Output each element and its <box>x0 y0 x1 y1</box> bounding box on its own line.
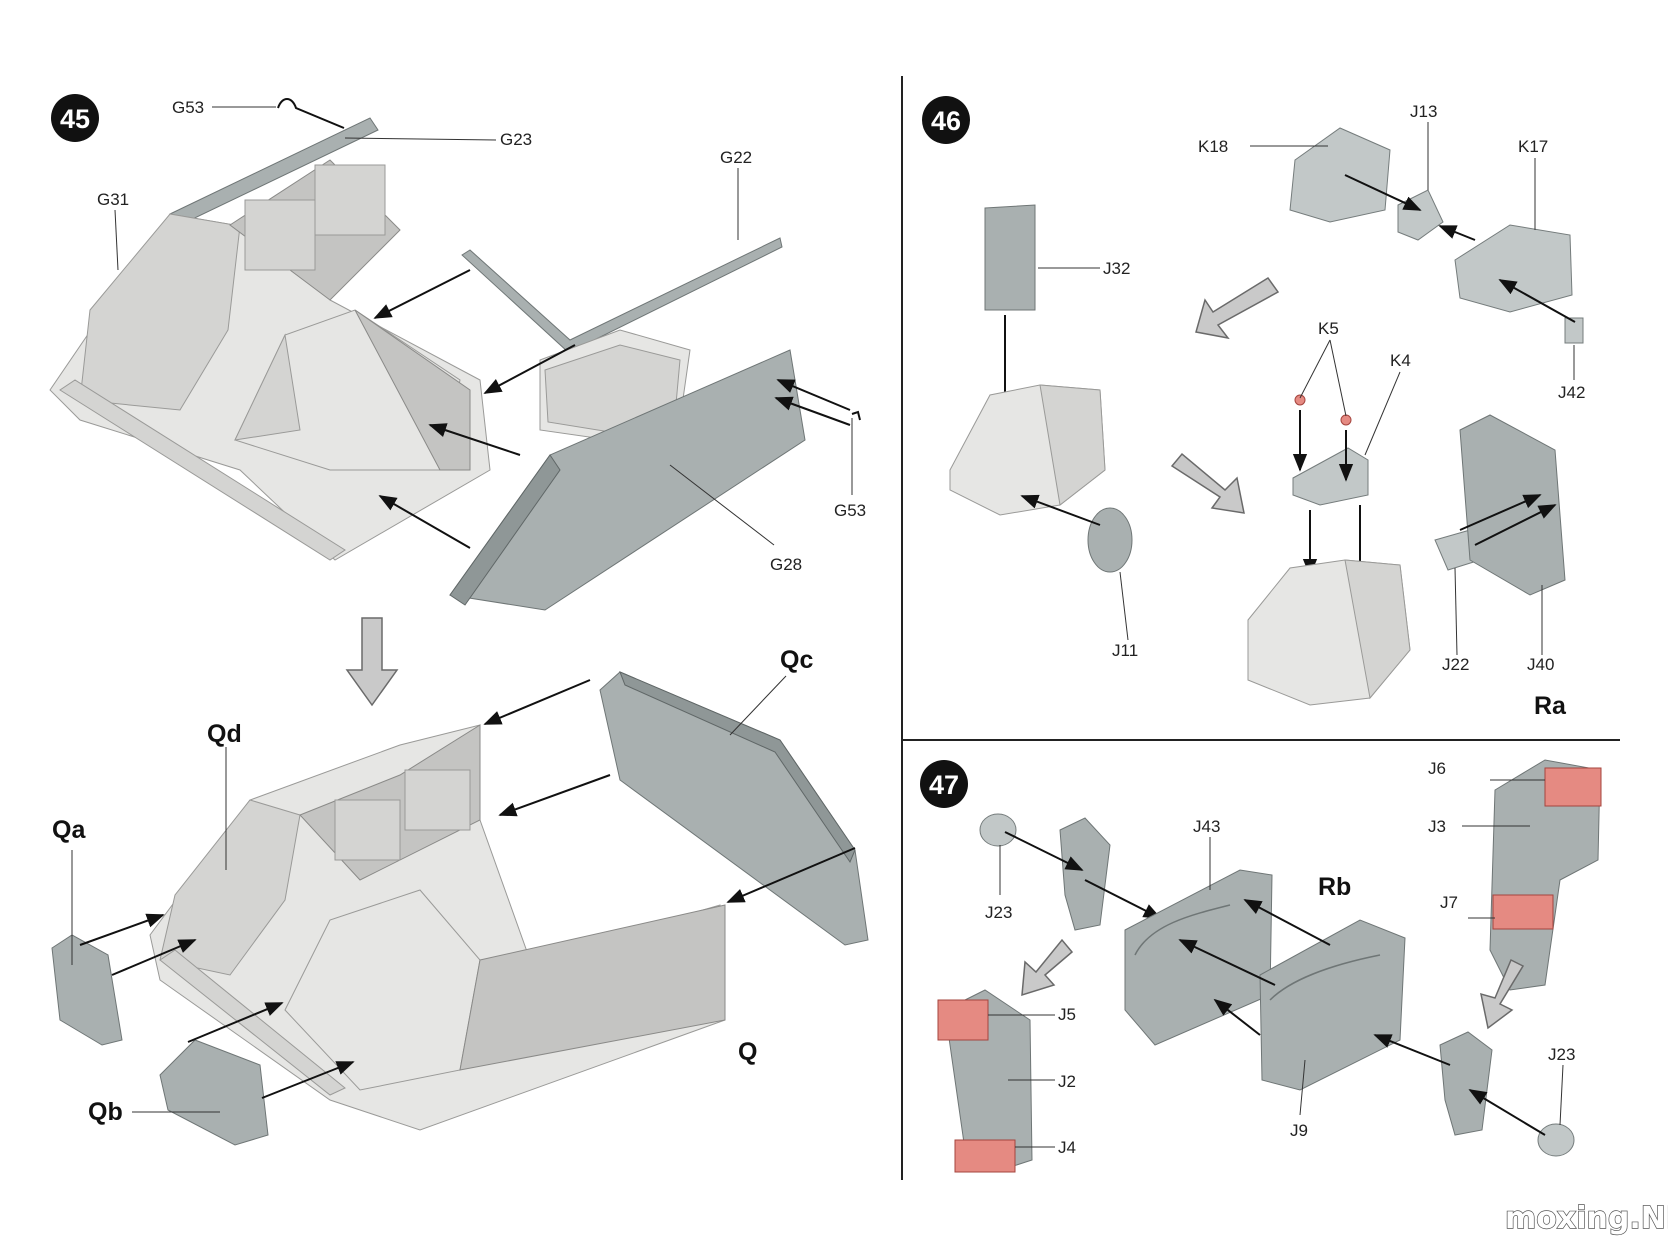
label-ra: Ra <box>1534 692 1567 720</box>
step-46-badge <box>922 96 970 144</box>
label-j42: J42 <box>1558 383 1585 402</box>
label-j22: J22 <box>1442 655 1469 674</box>
part-j42 <box>1564 317 1584 344</box>
part-j2-stack <box>937 989 1033 1173</box>
label-q: Q <box>738 1038 757 1066</box>
grayarrow-46-middle <box>1170 452 1245 514</box>
part-j3-stack <box>1489 759 1602 991</box>
step-46-number: 46 <box>931 106 961 136</box>
down-arrow <box>345 617 399 707</box>
part-qa <box>51 934 123 1046</box>
label-k18: K18 <box>1198 137 1228 156</box>
label-k5: K5 <box>1318 319 1339 338</box>
part-g53-right <box>851 410 861 421</box>
part-lower-block <box>1247 559 1411 706</box>
label-j23-right: J23 <box>1548 1045 1575 1064</box>
part-j43 <box>1124 869 1273 1046</box>
part-k4 <box>1292 447 1369 506</box>
grayarrow-46-topleft <box>1195 276 1280 340</box>
label-g22: G22 <box>720 148 752 167</box>
part-j9 <box>1259 919 1406 1091</box>
label-j13: J13 <box>1410 102 1437 121</box>
label-g53-top: G53 <box>172 98 204 117</box>
part-j4 <box>954 1139 1016 1173</box>
label-qa: Qa <box>52 816 86 844</box>
step-45-badge <box>51 94 99 142</box>
part-bracket-right <box>1439 1031 1493 1136</box>
step-47-number: 47 <box>929 770 959 800</box>
part-j23-right <box>1537 1123 1575 1157</box>
label-qb: Qb <box>88 1098 123 1126</box>
grayarrow-47-right <box>1480 958 1525 1030</box>
step-47: 47 <box>920 759 1602 1173</box>
part-qc <box>599 671 869 946</box>
part-j40 <box>1459 414 1566 596</box>
step-47-badge <box>920 760 968 808</box>
label-j2: J2 <box>1058 1072 1076 1091</box>
label-j32: J32 <box>1103 259 1130 278</box>
label-j40: J40 <box>1527 655 1554 674</box>
label-j7: J7 <box>1440 893 1458 912</box>
label-g23: G23 <box>500 130 532 149</box>
label-j4: J4 <box>1058 1138 1076 1157</box>
part-left-block <box>949 384 1106 516</box>
label-j43: J43 <box>1193 817 1220 836</box>
part-k5-a <box>1294 394 1306 406</box>
label-j5: J5 <box>1058 1005 1076 1024</box>
label-k17: K17 <box>1518 137 1548 156</box>
label-g53-right: G53 <box>834 501 866 520</box>
part-k18 <box>1289 127 1391 223</box>
label-g28: G28 <box>770 555 802 574</box>
part-g53-top <box>277 98 345 129</box>
step-45: 45 <box>49 94 869 1146</box>
part-j5 <box>937 999 989 1041</box>
part-j23-left <box>979 813 1017 847</box>
part-j7 <box>1492 894 1554 930</box>
part-j13 <box>1397 189 1444 241</box>
part-j11 <box>1087 507 1133 573</box>
part-j32 <box>984 204 1036 311</box>
step-45-number: 45 <box>60 104 90 134</box>
watermark: moxing.NET <box>1505 1201 1668 1236</box>
label-qd: Qd <box>207 720 242 748</box>
label-qc: Qc <box>780 646 813 674</box>
part-qb <box>159 1039 269 1146</box>
part-j6 <box>1544 767 1602 807</box>
part-g28 <box>449 349 806 611</box>
part-k5-b <box>1340 414 1352 426</box>
grayarrow-47-left <box>1021 938 1074 997</box>
label-j23-left: J23 <box>985 903 1012 922</box>
label-rb: Rb <box>1318 873 1351 901</box>
label-j11: J11 <box>1112 641 1138 660</box>
label-j3: J3 <box>1428 817 1446 836</box>
label-j6: J6 <box>1428 759 1446 778</box>
part-k17 <box>1454 224 1573 313</box>
hull-part-upper <box>49 117 491 561</box>
hull-part-lower <box>149 724 726 1131</box>
step-46: 46 <box>922 96 1585 720</box>
label-g31: G31 <box>97 190 129 209</box>
label-k4: K4 <box>1390 351 1411 370</box>
part-bracket-left <box>1059 817 1111 931</box>
label-j9: J9 <box>1290 1121 1308 1140</box>
